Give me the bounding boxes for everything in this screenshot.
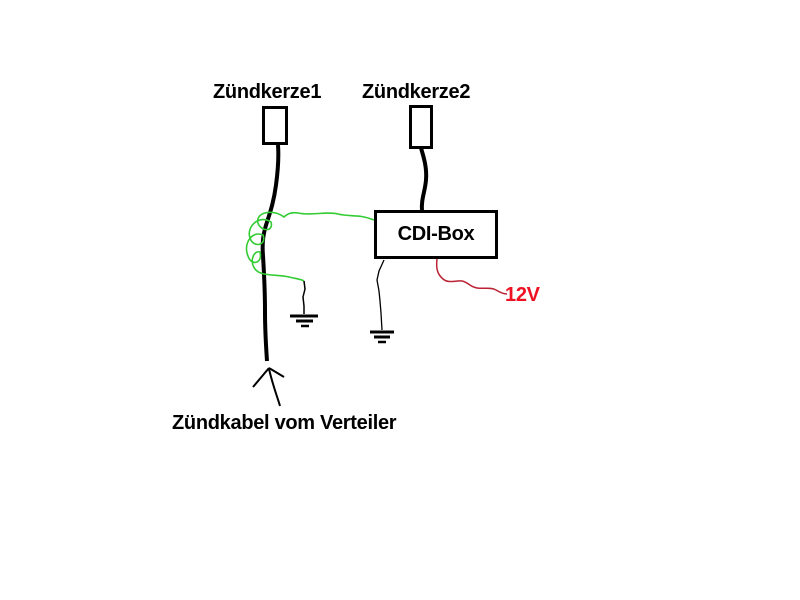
ignition-cable-label: Zündkabel vom Verteiler (172, 412, 397, 434)
cdi-ground-wire (376, 259, 385, 331)
spark-plug-2-label: Zündkerze2 (362, 81, 471, 103)
cable-pointer-arrow-icon (252, 367, 285, 407)
spark-plug-2-box (409, 105, 433, 149)
ground-symbol-pickup (290, 314, 318, 328)
cdi-box: CDI-Box (374, 210, 498, 259)
cdi-box-label: CDI-Box (397, 223, 475, 245)
spark-plug-1-label: Zündkerze1 (213, 81, 322, 103)
spark-plug-2-wire (419, 147, 429, 212)
pickup-ground-wire (302, 280, 306, 314)
ignition-cable-wire (260, 144, 281, 362)
pickup-coil-wire (245, 211, 375, 282)
supply-12v-label: 12V (505, 284, 540, 306)
ground-symbol-cdi (370, 330, 394, 344)
spark-plug-1-box (262, 106, 288, 145)
supply-12v-wire (435, 258, 508, 295)
